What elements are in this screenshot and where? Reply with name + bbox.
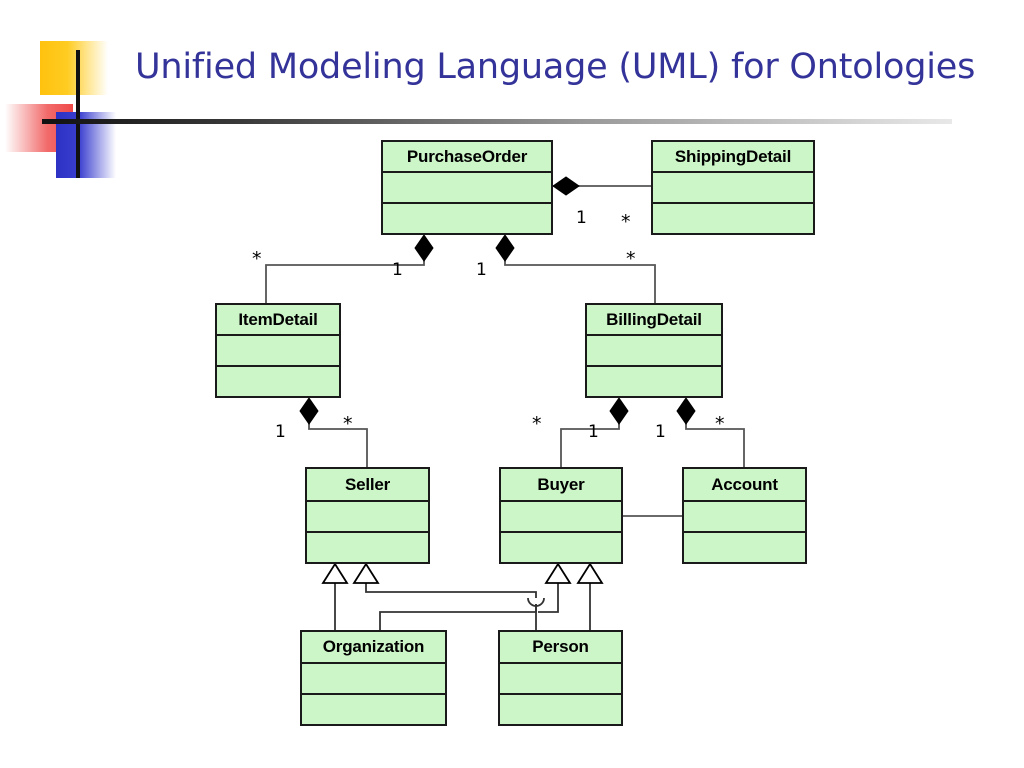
uml-class-billingdetail[interactable]: BillingDetail	[585, 303, 723, 398]
class-name-billingdetail: BillingDetail	[587, 305, 721, 336]
yellow-square-icon	[40, 41, 108, 95]
multiplicity-billingdetail-many: *	[626, 248, 636, 270]
generalization-person-seller	[352, 562, 545, 630]
class-name-seller: Seller	[307, 469, 428, 502]
uml-class-purchaseorder[interactable]: PurchaseOrder	[381, 140, 553, 235]
horizontal-rule-icon	[42, 119, 952, 124]
multiplicity-billing-account-one: 1	[655, 422, 666, 442]
class-operations-person	[500, 695, 621, 724]
class-attributes-account	[684, 502, 805, 533]
uml-class-itemdetail[interactable]: ItemDetail	[215, 303, 341, 398]
uml-class-seller[interactable]: Seller	[305, 467, 430, 564]
uml-class-account[interactable]: Account	[682, 467, 807, 564]
class-operations-purchaseorder	[383, 204, 551, 233]
generalization-organization-seller	[321, 562, 349, 630]
assoc-billingdetail-account	[676, 397, 745, 467]
uml-class-person[interactable]: Person	[498, 630, 623, 726]
generalization-person-buyer	[576, 562, 604, 630]
class-name-person: Person	[500, 632, 621, 664]
class-attributes-billingdetail	[587, 336, 721, 367]
class-operations-seller	[307, 533, 428, 562]
class-name-organization: Organization	[302, 632, 445, 664]
multiplicity-po-shipping-one: 1	[576, 208, 587, 228]
class-name-shippingdetail: ShippingDetail	[653, 142, 813, 173]
multiplicity-itemdetail-many: *	[252, 248, 262, 270]
slide-footer: Chapter 6 Service-Oriented Computing: Se…	[0, 728, 1024, 768]
class-attributes-seller	[307, 502, 428, 533]
class-name-buyer: Buyer	[501, 469, 621, 502]
multiplicity-po-billing-one: 1	[476, 260, 487, 280]
uml-class-shippingdetail[interactable]: ShippingDetail	[651, 140, 815, 235]
class-attributes-itemdetail	[217, 336, 339, 367]
multiplicity-item-seller-many: *	[343, 413, 353, 435]
assoc-purchaseorder-billingdetail	[495, 234, 656, 303]
assoc-purchaseorder-itemdetail	[265, 234, 434, 303]
multiplicity-item-seller-one: 1	[275, 422, 286, 442]
class-operations-itemdetail	[217, 367, 339, 396]
class-name-account: Account	[684, 469, 805, 502]
vertical-rule-icon	[76, 50, 80, 178]
class-attributes-person	[500, 664, 621, 695]
class-operations-billingdetail	[587, 367, 721, 396]
multiplicity-po-shipping-many: *	[621, 211, 631, 233]
assoc-purchaseorder-shippingdetail	[552, 176, 651, 196]
uml-class-organization[interactable]: Organization	[300, 630, 447, 726]
multiplicity-billing-buyer-one: 1	[588, 422, 599, 442]
class-attributes-shippingdetail	[653, 173, 813, 204]
multiplicity-billing-account-many: *	[715, 413, 725, 435]
class-attributes-purchaseorder	[383, 173, 551, 204]
multiplicity-po-item-one: 1	[392, 260, 403, 280]
generalization-organization-buyer	[538, 562, 572, 613]
class-operations-shippingdetail	[653, 204, 813, 233]
class-operations-buyer	[501, 533, 621, 562]
assoc-billingdetail-buyer	[560, 397, 629, 467]
class-name-itemdetail: ItemDetail	[217, 305, 339, 336]
multiplicity-billing-buyer-many: *	[532, 413, 542, 435]
page-title: Unified Modeling Language (UML) for Onto…	[135, 47, 976, 87]
class-operations-account	[684, 533, 805, 562]
class-attributes-organization	[302, 664, 445, 695]
class-name-purchaseorder: PurchaseOrder	[383, 142, 551, 173]
assoc-itemdetail-seller	[299, 397, 368, 467]
class-attributes-buyer	[501, 502, 621, 533]
class-operations-organization	[302, 695, 445, 724]
uml-class-buyer[interactable]: Buyer	[499, 467, 623, 564]
